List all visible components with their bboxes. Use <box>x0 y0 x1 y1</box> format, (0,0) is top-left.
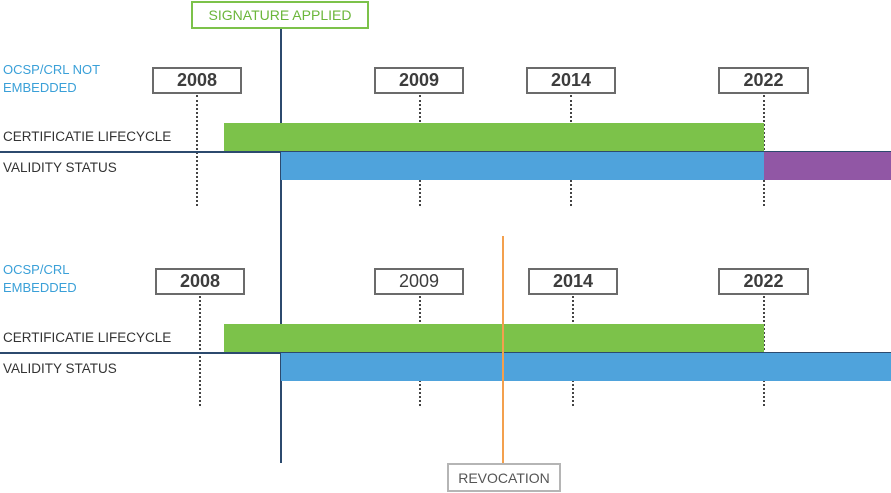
section1-year-2008: 2008 <box>152 67 242 94</box>
section1-year-2014: 2014 <box>526 67 616 94</box>
revocation-line <box>502 236 504 464</box>
revocation-label: REVOCATION <box>447 463 561 492</box>
section1-guide-2008 <box>196 95 198 206</box>
section1-validity-bar-valid <box>281 152 764 180</box>
section2-year-2009: 2009 <box>374 268 464 295</box>
section2-validity-bar-valid <box>281 353 891 381</box>
section2-title: OCSP/CRL EMBEDDED <box>3 262 77 295</box>
section2-lifecycle-label: CERTIFICATIE LIFECYCLE <box>3 330 172 345</box>
signature-line <box>280 29 282 463</box>
section2-year-2014: 2014 <box>528 268 618 295</box>
section1-guide-2022 <box>763 95 765 206</box>
section2-year-2022: 2022 <box>718 268 809 295</box>
signature-applied-label: SIGNATURE APPLIED <box>191 1 369 29</box>
section1-year-2022: 2022 <box>718 67 809 94</box>
section1-validity-bar-invalid <box>764 152 891 180</box>
section1-title: OCSP/CRL NOT EMBEDDED <box>3 62 100 95</box>
section2-guide-2022 <box>763 296 765 406</box>
section1-lifecycle-bar <box>224 123 764 151</box>
section1-year-2009: 2009 <box>374 67 464 94</box>
section2-year-2008: 2008 <box>155 268 245 295</box>
section2-validity-label: VALIDITY STATUS <box>3 361 117 376</box>
section1-lifecycle-label: CERTIFICATIE LIFECYCLE <box>3 129 172 144</box>
section2-guide-2008 <box>199 296 201 406</box>
section2-lifecycle-bar <box>224 324 764 352</box>
section1-validity-label: VALIDITY STATUS <box>3 160 117 175</box>
